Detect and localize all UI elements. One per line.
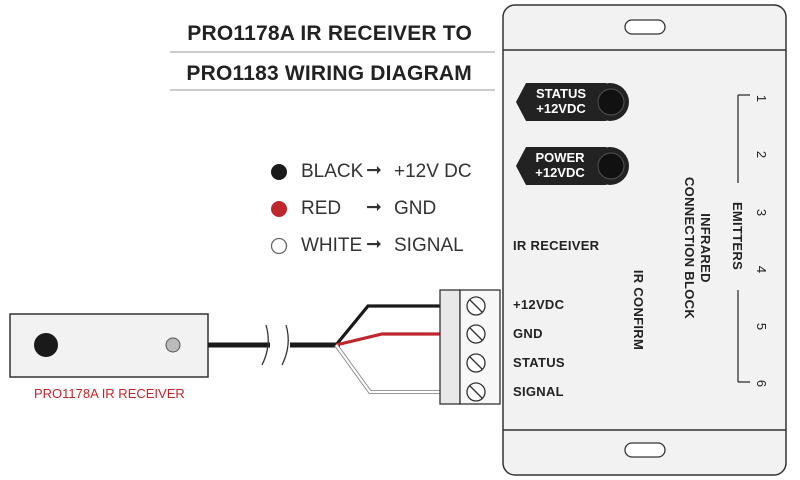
status-led bbox=[516, 83, 629, 121]
emitter-number-5: 5 bbox=[754, 322, 770, 331]
power-led-lens bbox=[597, 152, 625, 180]
emitter-number-4: 4 bbox=[754, 265, 770, 274]
legend-white-target: SIGNAL bbox=[394, 235, 464, 256]
legend-white-label: WHITE bbox=[301, 235, 363, 256]
terminal-block-side bbox=[439, 289, 461, 405]
ir-receiver-device bbox=[9, 313, 209, 378]
infrared-connection-block-label: INFRARED CONNECTION BLOCK bbox=[679, 158, 713, 338]
terminal-label-signal: SIGNAL bbox=[513, 384, 564, 399]
legend-red-target: GND bbox=[394, 198, 437, 219]
ir-confirm-label: IR CONFIRM bbox=[631, 269, 646, 351]
legend-black-swatch bbox=[271, 164, 287, 180]
status-led-lens bbox=[597, 88, 625, 116]
connection-block-housing bbox=[502, 4, 787, 476]
legend-red-swatch bbox=[271, 201, 287, 217]
status-led-label-line2: +12VDC bbox=[536, 101, 586, 116]
ir-receiver-label: IR RECEIVER bbox=[513, 238, 600, 253]
cable-break-mark-1 bbox=[261, 324, 269, 366]
top-mounting-slot bbox=[624, 19, 666, 35]
legend-black-label: BLACK bbox=[301, 161, 364, 182]
legend-white-swatch bbox=[270, 237, 288, 255]
bottom-mounting-slot bbox=[624, 442, 666, 458]
wire-white bbox=[335, 344, 465, 394]
wire-black bbox=[334, 304, 465, 347]
power-led-label-line1: POWER bbox=[535, 150, 585, 165]
connection-block bbox=[502, 4, 787, 476]
status-led-label: STATUS +12VDC bbox=[526, 86, 596, 116]
terminal-screw-3 bbox=[466, 353, 486, 373]
emitter-number-6: 6 bbox=[754, 379, 770, 388]
terminal-label-status: STATUS bbox=[513, 355, 565, 370]
power-led-badge bbox=[516, 147, 606, 185]
legend-white-arrow-icon: ➞ bbox=[366, 234, 382, 255]
terminal-screw-1 bbox=[466, 296, 486, 316]
diagram-title-line-2: PRO1183 WIRING DIAGRAM bbox=[186, 62, 472, 85]
power-led bbox=[516, 147, 629, 185]
power-led-label: POWER +12VDC bbox=[524, 150, 596, 180]
cable-break-mark-2 bbox=[281, 324, 289, 366]
terminal-screw-2 bbox=[466, 324, 486, 344]
legend-red-label: RED bbox=[301, 198, 342, 219]
ir-receiver-sensor bbox=[34, 333, 58, 357]
status-led-badge bbox=[516, 83, 606, 121]
power-led-label-line2: +12VDC bbox=[535, 165, 585, 180]
legend-black-arrow-icon: ➞ bbox=[366, 160, 382, 181]
cable bbox=[208, 324, 340, 366]
emitters-label: EMITTERS bbox=[729, 193, 745, 279]
connection-block-label: CONNECTION BLOCK bbox=[682, 176, 697, 320]
terminal-label-12vdc: +12VDC bbox=[513, 297, 565, 312]
legend-black-target: +12V DC bbox=[394, 161, 472, 182]
infrared-label: INFRARED bbox=[698, 213, 713, 283]
terminal-block bbox=[439, 289, 501, 405]
emitters-bracket bbox=[737, 94, 750, 383]
ir-receiver-caption: PRO1178A IR RECEIVER bbox=[34, 386, 185, 401]
diagram-title-line-1: PRO1178A IR RECEIVER TO bbox=[187, 22, 472, 45]
emitter-number-2: 2 bbox=[754, 150, 770, 159]
emitter-number-1: 1 bbox=[754, 94, 770, 103]
terminal-label-gnd: GND bbox=[513, 326, 543, 341]
status-led-label-line1: STATUS bbox=[535, 86, 587, 101]
wire-red bbox=[335, 332, 465, 347]
emitter-number-3: 3 bbox=[754, 208, 770, 217]
legend-red-arrow-icon: ➞ bbox=[366, 197, 382, 218]
ir-receiver-indicator bbox=[165, 337, 181, 353]
terminal-screw-4 bbox=[466, 382, 486, 402]
